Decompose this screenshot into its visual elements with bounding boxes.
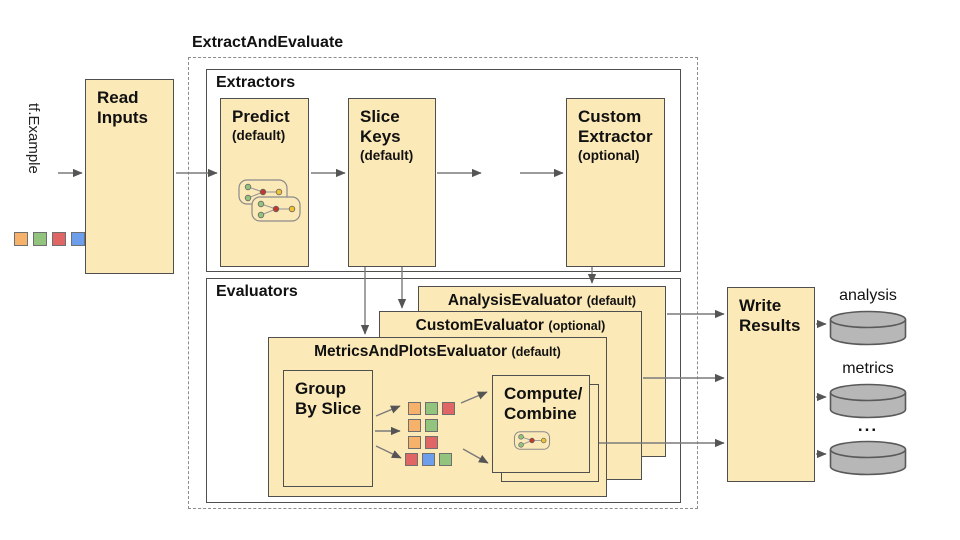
analysis-evaluator-title: AnalysisEvaluator [447, 292, 583, 309]
custom-evaluator-sub: (optional) [548, 319, 606, 333]
diagram-title: ExtractAndEvaluate [192, 34, 344, 51]
compute-combine-title-line2: Combine [504, 404, 577, 424]
group-by-slice-title: Group By Slice [295, 379, 362, 419]
example-square-blue [71, 232, 85, 246]
metrics-and-plots-title: MetricsAndPlotsEvaluator [314, 343, 508, 360]
custom-extractor-sub: (optional) [578, 148, 640, 164]
example-square-green [33, 232, 47, 246]
slice-grid [405, 402, 455, 470]
slice-keys-extractor-box: Slice Keys (default) [348, 98, 436, 267]
slice-keys-sub: (default) [360, 148, 414, 164]
slice-row [408, 419, 455, 432]
slice-square-red [405, 453, 418, 466]
output-label-metrics: metrics [842, 360, 894, 377]
slice-square-orange [408, 419, 421, 432]
extractors-label: Extractors [216, 74, 296, 91]
custom-extractor-box: Custom Extractor (optional) [566, 98, 665, 267]
slice-square-green [425, 419, 438, 432]
slice-square-blue [422, 453, 435, 466]
write-results-title: Write Results [739, 296, 801, 336]
model-graph-icon [513, 431, 551, 450]
compute-combine-box: Compute/ Combine [492, 375, 590, 473]
slice-keys-title: Slice Keys [360, 107, 401, 147]
read-inputs-title: Read Inputs [97, 88, 148, 128]
write-results-box: Write Results [727, 287, 815, 482]
input-label: tf.Example [25, 103, 42, 174]
slice-square-red [425, 436, 438, 449]
example-square-red [52, 232, 66, 246]
input-legend-squares [14, 232, 85, 246]
slice-row [408, 402, 455, 415]
database-cylinder-more [829, 440, 907, 476]
database-cylinder-analysis [829, 310, 907, 346]
compute-combine-title-line1: Compute/ [504, 384, 583, 403]
custom-evaluator-title: CustomEvaluator [415, 317, 544, 334]
example-square-orange [14, 232, 28, 246]
slice-square-green [425, 402, 438, 415]
model-graph-icon [238, 179, 288, 205]
slice-row [405, 453, 455, 466]
custom-extractor-title: Custom Extractor [578, 107, 653, 147]
slice-square-green [439, 453, 452, 466]
output-label-more: ... [857, 416, 879, 435]
predict-sub: (default) [232, 128, 286, 144]
slice-square-orange [408, 402, 421, 415]
slice-row [408, 436, 455, 449]
metrics-and-plots-sub: (default) [511, 345, 561, 359]
slice-square-orange [408, 436, 421, 449]
model-graph-icon [251, 196, 301, 222]
predict-extractor-box: Predict (default) [220, 98, 309, 267]
slice-square-red [442, 402, 455, 415]
group-by-slice-box: Group By Slice [283, 370, 373, 487]
database-cylinder-metrics [829, 383, 907, 419]
predict-title: Predict [232, 107, 290, 126]
evaluators-label: Evaluators [216, 283, 298, 300]
read-inputs-box: Read Inputs [85, 79, 174, 274]
analysis-evaluator-sub: (default) [586, 294, 637, 308]
output-label-analysis: analysis [839, 287, 897, 304]
